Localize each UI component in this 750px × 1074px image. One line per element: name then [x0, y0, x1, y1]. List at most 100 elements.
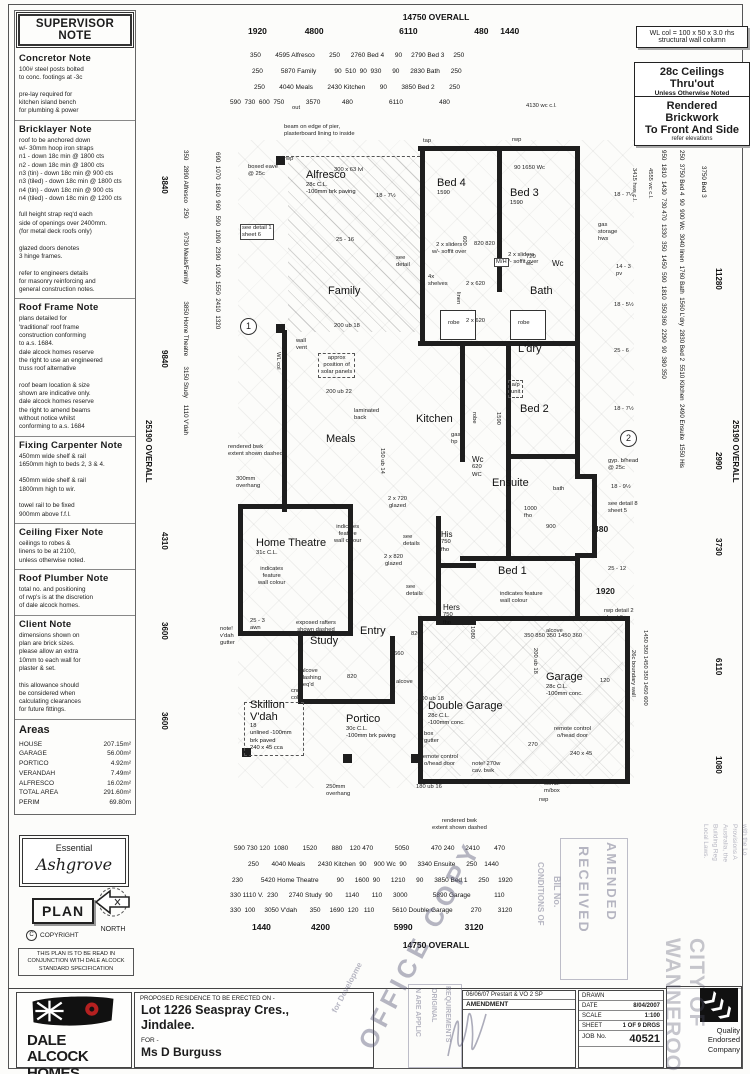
plan-annotation: 18 - 7½ — [614, 192, 634, 198]
room-label-bed1: Bed 1 — [498, 565, 527, 578]
area-value: 4.92m² — [110, 760, 131, 768]
room-sub: 30c C.L. -100mm brk paving — [346, 725, 396, 739]
plan-annotation: 600 — [460, 236, 467, 246]
dim-vert: 11280 — [714, 268, 723, 290]
areas-row: HOUSE 207.15m² — [19, 740, 131, 750]
area-label: GARAGE — [19, 750, 47, 758]
plan-annotation: 1920 — [596, 586, 615, 596]
address-cell: PROPOSED RESIDENCE TO BE ERECTED ON - Lo… — [134, 992, 374, 1068]
wall-segment — [506, 458, 511, 558]
wall-segment — [238, 631, 352, 636]
wall-segment — [348, 504, 353, 636]
plan-annotation: see detail — [396, 255, 410, 268]
room-name: Meals — [326, 433, 356, 445]
north-indicator: NORTH — [92, 886, 134, 933]
garage-hatch — [423, 621, 623, 776]
room-label-family: Family — [328, 285, 361, 298]
ceilings-note: 28c Ceilings Thru'out Unless Otherwise N… — [634, 62, 750, 101]
note-section: Bricklayer Note roof to be anchored down… — [15, 121, 135, 300]
plan-annotation: WL col — [274, 352, 281, 370]
plan-annotation: laminated back — [354, 408, 380, 421]
note-section-body: dimensions shown on plan are brick sizes… — [19, 631, 81, 714]
room-name: Home Theatre — [256, 537, 327, 549]
wall-segment — [575, 474, 597, 479]
plan-annotation: 480 — [594, 524, 609, 534]
room-sub: 620 WC — [472, 464, 482, 478]
quality-badge-text: Quality Endorsed Company — [707, 1026, 740, 1054]
plan-annotation: 120 — [600, 678, 610, 684]
bil-no-stamp: BIL No. — [552, 876, 562, 908]
wall-segment — [436, 516, 441, 624]
plan-annotation: 18 - 7½ — [614, 406, 634, 412]
plan-annotation: 200 ub 18 — [531, 648, 538, 674]
wall-segment — [497, 146, 502, 292]
note-section-body: 450mm wide shelf & rail 1650mm high to b… — [19, 452, 105, 518]
area-value: 56.00m² — [107, 750, 131, 758]
room-label-bath: Bath — [530, 285, 553, 298]
areas-rows: HOUSE 207.15m² GARAGE 56.00m² PORTICO 4.… — [19, 740, 131, 808]
client-name: Ms D Burguss — [141, 1045, 222, 1059]
dim-vert: 6110 — [714, 658, 723, 676]
plan-annotation: bath — [553, 486, 565, 492]
plan-annotation: 300 x 63 lvl — [334, 167, 364, 173]
plan-annotation: see details — [403, 534, 420, 547]
plan-annotation: rendered bwk extent shown dashed — [432, 818, 487, 831]
plan-annotation: 18 - 9½ — [611, 484, 631, 490]
plan-annotation: see detail 1 sheet 6 — [240, 224, 274, 240]
job-label: JOB No. — [582, 1032, 607, 1040]
plan-annotation: rendered bwk extent shown dashed — [228, 444, 283, 457]
note-section-heading: Client Note — [19, 618, 72, 630]
dim-row: 250 4040 Meals 2430 Kitchen 90 900 Wc 90… — [248, 861, 499, 868]
dim-vert: 3600 — [160, 712, 169, 730]
note-section-body: total no. and positioning of rwp's is at… — [19, 585, 93, 610]
plan-annotation: robe — [518, 320, 530, 326]
pier — [343, 754, 352, 763]
plan-annotation: M/H — [494, 258, 509, 267]
note-section-heading: Roof Frame Note — [19, 302, 99, 314]
plan-annotation: 2 x 620 — [466, 281, 486, 287]
plan-annotation: 2 x 820 glazed — [384, 554, 404, 567]
job-value: 40521 — [629, 1032, 660, 1045]
wall-segment — [575, 553, 597, 558]
plan-annotation: see details — [406, 584, 423, 597]
dim-row: 330 100 3050 V'dah 350 1690 120 110 5610… — [230, 907, 513, 914]
plan-annotation: 1080 — [468, 626, 475, 639]
plan-annotation: gyp. b/head @ 25c — [608, 458, 639, 471]
brand-model: Ashgrove — [35, 855, 113, 874]
plan-annotation: 4555 wc c.l. — [646, 168, 653, 199]
plan-annotation: a/p unit — [508, 380, 524, 398]
plan-annotation: 200 ub 22 — [326, 389, 352, 395]
verandah-dashed-outline — [244, 702, 304, 756]
plan-annotation: 900 — [546, 524, 556, 530]
room-label-entry: Entry — [360, 625, 386, 638]
room-sub: 750 fho — [441, 539, 451, 553]
plan-annotation: gas hp — [451, 432, 461, 445]
city-of-wanneroo-stamp: CITY OF WANNEROO — [661, 938, 708, 1072]
room-name: Entry — [360, 625, 386, 637]
logo-cell: DALE ALCOCK HOMES — [16, 992, 132, 1074]
room-label-wc: Wc — [552, 259, 564, 268]
address-line2: Jindalee. — [141, 1018, 195, 1032]
room-name: Bed 3 — [510, 187, 539, 199]
dim-vert: 3840 — [160, 176, 169, 194]
wall-segment — [418, 616, 423, 784]
dim-vert: 950 1810 1430 730 470 1330 350 1450 590 … — [660, 150, 667, 379]
requirements-stamp: REQUIREMENTS — [444, 986, 451, 1043]
wall-segment — [420, 146, 425, 346]
received-stamp: RECEIVED — [576, 846, 592, 934]
wall-segment — [575, 553, 580, 621]
plan-annotation: robe — [470, 412, 477, 424]
room-label-study: Study — [310, 635, 338, 648]
dim-row: 230 5420 Home Theatre 90 1600 90 1210 90… — [232, 877, 513, 884]
pier — [276, 156, 285, 165]
dim-row: 590 730 120 1080 1520 880 120 470 5050 4… — [234, 845, 506, 852]
proposed-label: PROPOSED RESIDENCE TO BE ERECTED ON - — [140, 996, 275, 1002]
room-name: Family — [328, 285, 361, 297]
